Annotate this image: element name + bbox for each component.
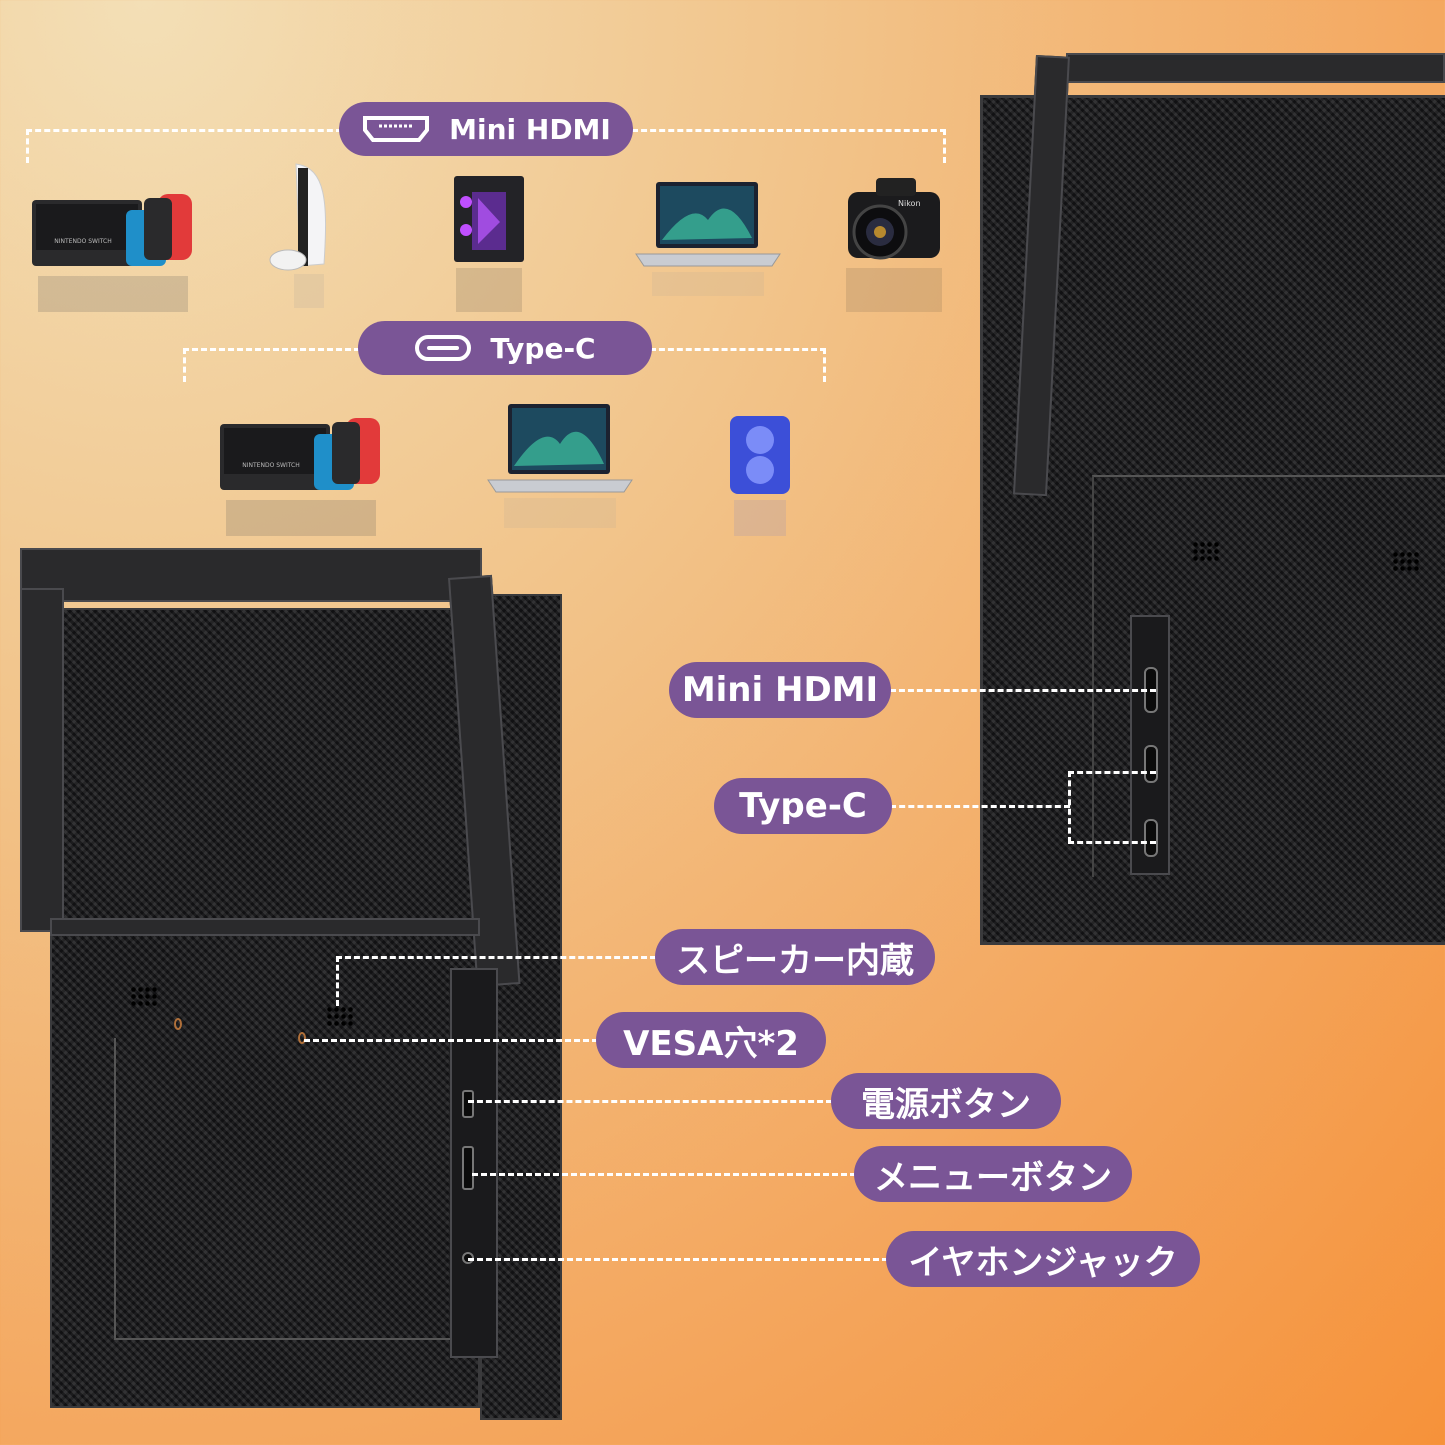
right-monitor-lower-recess [1092,475,1445,877]
power-leader-line [468,1100,832,1103]
label-mini-hdmi: Mini HDMI [669,662,891,718]
label-power-button: 電源ボタン [831,1073,1061,1129]
vesa-leader-line [304,1039,598,1042]
mini-hdmi-header-label: Mini HDMI [449,112,611,146]
left-speaker-grille-1 [130,986,158,1008]
label-vesa-text: VESA穴*2 [623,1023,799,1064]
game-console-typec-icon: NINTENDO SWITCH [220,418,380,536]
typec-leader-bracket [1068,771,1071,843]
switch-logo-text: NINTENDO SWITCH [54,238,111,245]
label-typec: Type-C [714,778,892,834]
switch-logo-text-2: NINTENDO SWITCH [242,462,299,469]
hdmi-bracket-left-tick [26,129,29,163]
typec-port-icon [415,335,472,361]
label-mini-hdmi-text: Mini HDMI [681,670,879,710]
typec-leader-top [1068,771,1156,774]
game-console-icon: NINTENDO SWITCH [32,194,192,312]
right-kickstand-top [1066,53,1445,83]
typec-header-label: Type-C [490,331,596,365]
typec-bracket-left [183,348,360,351]
label-speaker: スピーカー内蔵 [655,929,935,985]
hdmi-bracket-right-tick [943,129,946,163]
typec-bracket-right [650,348,826,351]
smartphone-icon [730,416,790,536]
typec-leader-bottom [1068,841,1156,844]
gaming-pc-icon [454,176,524,312]
playstation-icon [269,163,327,308]
label-earphone-jack-text: イヤホンジャック [908,1242,1178,1283]
right-speaker-grille-1 [1192,541,1220,563]
label-menu-button-text: メニューボタン [874,1157,1112,1198]
camera-icon: Nikon [846,178,942,312]
hdmi-leader-line [890,689,1156,692]
label-vesa: VESA穴*2 [596,1012,826,1068]
right-monitor [980,53,1445,945]
hdmi-port-icon [363,116,430,142]
left-monitor-panel [50,608,480,1408]
mini-hdmi-header-pill: Mini HDMI [339,102,633,156]
right-typec-port-2 [1144,819,1158,857]
label-earphone-jack: イヤホンジャック [886,1231,1200,1287]
label-speaker-text: スピーカー内蔵 [676,940,914,981]
vesa-hole-1 [174,1018,182,1030]
hdmi-bracket-left [26,129,342,132]
left-kickstand-left [20,588,64,932]
speaker-leader-line [336,956,656,959]
label-power-button-text: 電源ボタン [861,1084,1031,1125]
typec-bracket-left-tick [183,348,186,382]
left-kickstand-bottom [50,918,480,936]
menu-button[interactable] [462,1146,474,1190]
earphone-leader-line [468,1258,888,1261]
vesa-hole-2 [298,1032,306,1044]
typec-header-pill: Type-C [358,321,652,375]
label-typec-text: Type-C [739,786,867,826]
power-button[interactable] [462,1090,474,1118]
speaker-leader-tick [336,956,339,1006]
left-side-port-strip [450,968,498,1358]
left-speaker-grille-2 [326,1006,354,1028]
right-typec-port-1 [1144,745,1158,783]
laptop-icon [635,182,781,296]
hdmi-bracket-right [632,129,946,132]
left-monitor-lower-recess [114,1038,456,1340]
left-monitor [20,548,565,1428]
right-speaker-grille-2 [1392,551,1420,573]
laptop-typec-icon [487,404,633,528]
menu-leader-line [472,1173,856,1176]
left-kickstand-top [20,548,482,602]
label-menu-button: メニューボタン [854,1146,1132,1202]
typec-bracket-right-tick [823,348,826,382]
camera-brand-text: Nikon [898,199,921,208]
typec-leader-line [890,805,1070,808]
